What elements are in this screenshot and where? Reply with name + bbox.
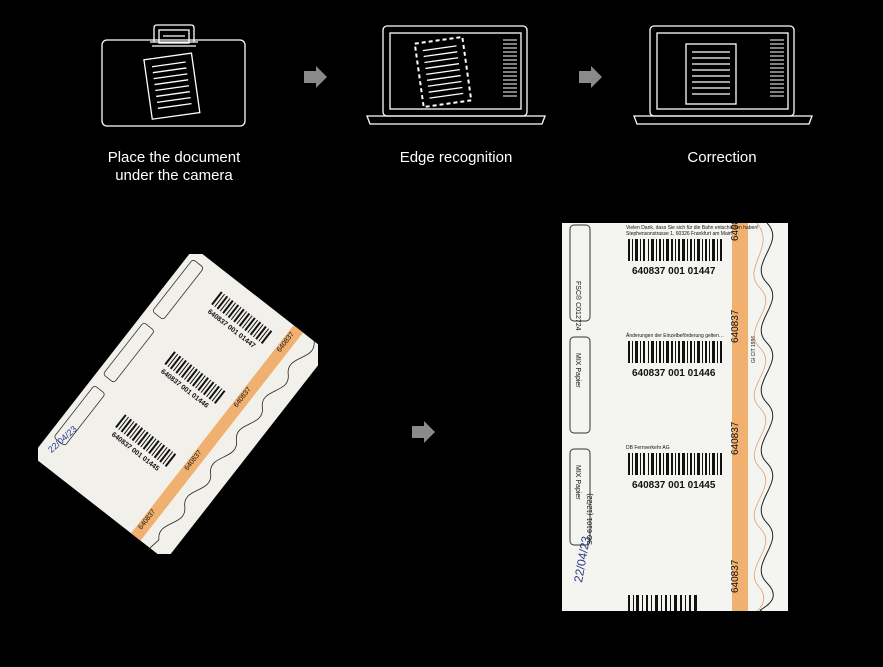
step-1-label: Place the document under the camera [90, 149, 258, 185]
svg-text:640837: 640837 [730, 223, 741, 241]
corrected-ticket-photo: FSC® C012724 Vielen Dank, dass Sie sich … [562, 207, 788, 612]
step-3-label: Correction [687, 149, 757, 166]
arrow-right-icon [304, 66, 327, 88]
svg-text:SO 6101 (12/22): SO 6101 (12/22) [587, 493, 594, 545]
svg-text:640837: 640837 [730, 421, 741, 455]
arrow-right-icon [412, 421, 435, 443]
laptop-edge-detect-icon [366, 25, 546, 125]
svg-text:640837: 640837 [730, 559, 741, 593]
svg-text:MIX Papier: MIX Papier [574, 353, 581, 388]
skewed-ticket-photo: 640837 001 01447 640837 640837 001 01446… [31, 247, 329, 561]
svg-text:GI CIT 1996: GI CIT 1996 [751, 336, 757, 363]
step-1-label-line2: under the camera [115, 167, 233, 184]
svg-text:Stephensonstrasse 1, 60326 Fra: Stephensonstrasse 1, 60326 Frankfurt am … [626, 231, 732, 237]
svg-text:640837 001 01445: 640837 001 01445 [632, 480, 716, 491]
svg-text:FSC® C012724: FSC® C012724 [574, 281, 582, 331]
arrow-right-icon [579, 66, 602, 88]
step-1-label-line1: Place the document [107, 149, 241, 166]
svg-text:640837 001 01446: 640837 001 01446 [632, 368, 716, 379]
svg-text:Vielen Dank, dass Sie sich für: Vielen Dank, dass Sie sich für die Bahn … [626, 225, 759, 231]
svg-text:640837: 640837 [730, 309, 741, 343]
scanner-camera-icon [101, 24, 246, 127]
svg-text:Änderungen der Einzelbeförderu: Änderungen der Einzelbeförderung gelten… [626, 332, 724, 339]
svg-text:DB Fernverkehr AG: DB Fernverkehr AG [626, 445, 670, 451]
laptop-corrected-doc-icon [633, 25, 813, 125]
step-2-label: Edge recognition [399, 149, 513, 166]
svg-text:MIX Papier: MIX Papier [574, 465, 581, 500]
svg-text:640837 001 01447: 640837 001 01447 [632, 266, 716, 277]
